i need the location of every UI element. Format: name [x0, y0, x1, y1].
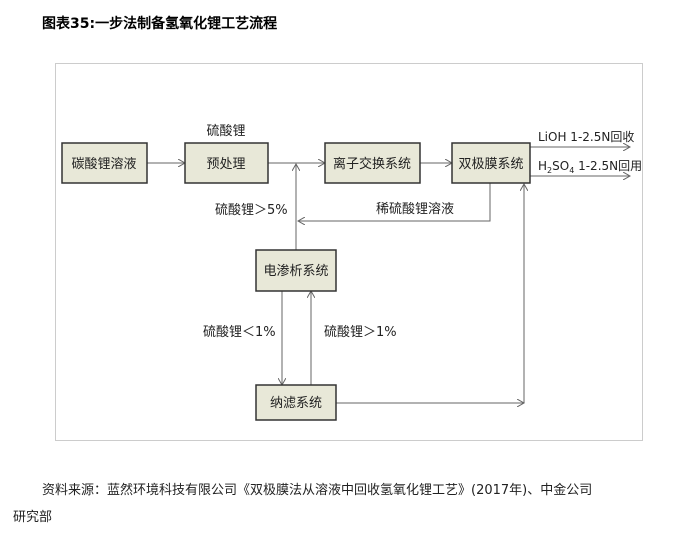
- sub: 2: [547, 166, 552, 175]
- diagram-frame: [55, 63, 643, 441]
- rest: 1-2.5N回用: [574, 159, 642, 173]
- node-label: 离子交换系统: [333, 156, 411, 172]
- node-lithium-carbonate: [61, 142, 148, 184]
- label-lt1: 硫酸锂＜1%: [203, 325, 276, 340]
- node-nanofiltration: [255, 384, 337, 421]
- label-gt1: 硫酸锂＞1%: [324, 325, 397, 340]
- node-ion-exchange: [324, 142, 421, 184]
- node-label: 预处理: [206, 157, 245, 172]
- source-note-cont: 研究部: [13, 510, 53, 525]
- arrow-dilute: [298, 183, 491, 221]
- node-bipolar-membrane: [451, 142, 531, 184]
- connectors: [147, 147, 630, 403]
- label-gt5: 硫酸锂＞5%: [215, 203, 288, 218]
- label-lioh: LiOH 1-2.5N回收: [538, 130, 634, 144]
- node-label: 纳滤系统: [270, 396, 322, 411]
- label-pre: 硫酸锂: [206, 124, 245, 139]
- h: H: [538, 159, 547, 173]
- so: SO: [552, 159, 569, 173]
- source-note: 资料来源：蓝然环境科技有限公司《双极膜法从溶液中回收氢氧化锂工艺》(2017年)…: [42, 483, 593, 498]
- node-pretreatment: [184, 142, 269, 184]
- node-label: 碳酸锂溶液: [71, 157, 136, 172]
- sub: 4: [569, 166, 574, 175]
- node-label: 双极膜系统: [458, 157, 523, 172]
- node-electrodialysis: [255, 249, 337, 292]
- node-label: 电渗析系统: [263, 264, 328, 279]
- figure-title: 图表35:一步法制备氢氧化锂工艺流程: [42, 16, 278, 32]
- label-h2so4: H2SO4 1-2.5N回用: [538, 159, 642, 175]
- label-dilute: 稀硫酸锂溶液: [376, 202, 454, 217]
